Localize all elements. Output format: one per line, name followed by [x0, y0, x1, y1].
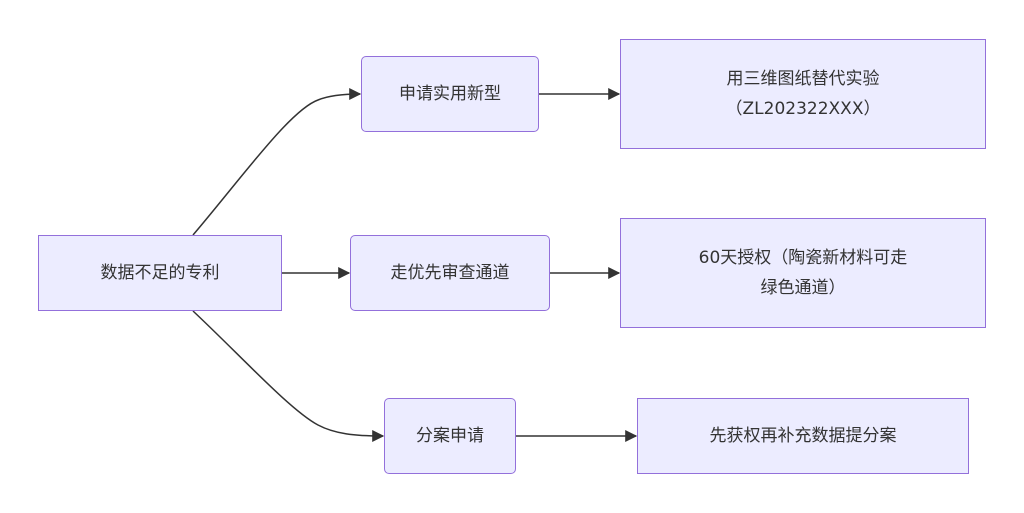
node-utility-model: 申请实用新型 [361, 56, 539, 132]
node-divisional: 分案申请 [384, 398, 516, 474]
edge-root-to-divisional [192, 310, 385, 442]
node-utility-model-label: 申请实用新型 [399, 84, 501, 104]
node-root: 数据不足的专利 [38, 235, 282, 311]
node-priority-exam: 走优先审查通道 [350, 235, 550, 311]
node-divisional-result: 先获权再补充数据提分案 [637, 398, 969, 474]
node-utility-model-result: 用三维图纸替代实验 （ZL202322XXX） [620, 39, 986, 149]
node-divisional-result-label: 先获权再补充数据提分案 [709, 426, 897, 446]
node-utility-model-result-label: 用三维图纸替代实验 （ZL202322XXX） [725, 69, 881, 119]
node-priority-exam-label: 走优先审查通道 [390, 263, 510, 283]
node-priority-exam-result: 60天授权（陶瓷新材料可走 绿色通道） [620, 218, 986, 328]
edge-root-to-utility-model [192, 88, 362, 236]
node-divisional-label: 分案申请 [416, 426, 484, 446]
node-root-label: 数据不足的专利 [100, 263, 220, 283]
node-priority-exam-result-label: 60天授权（陶瓷新材料可走 绿色通道） [698, 248, 908, 298]
